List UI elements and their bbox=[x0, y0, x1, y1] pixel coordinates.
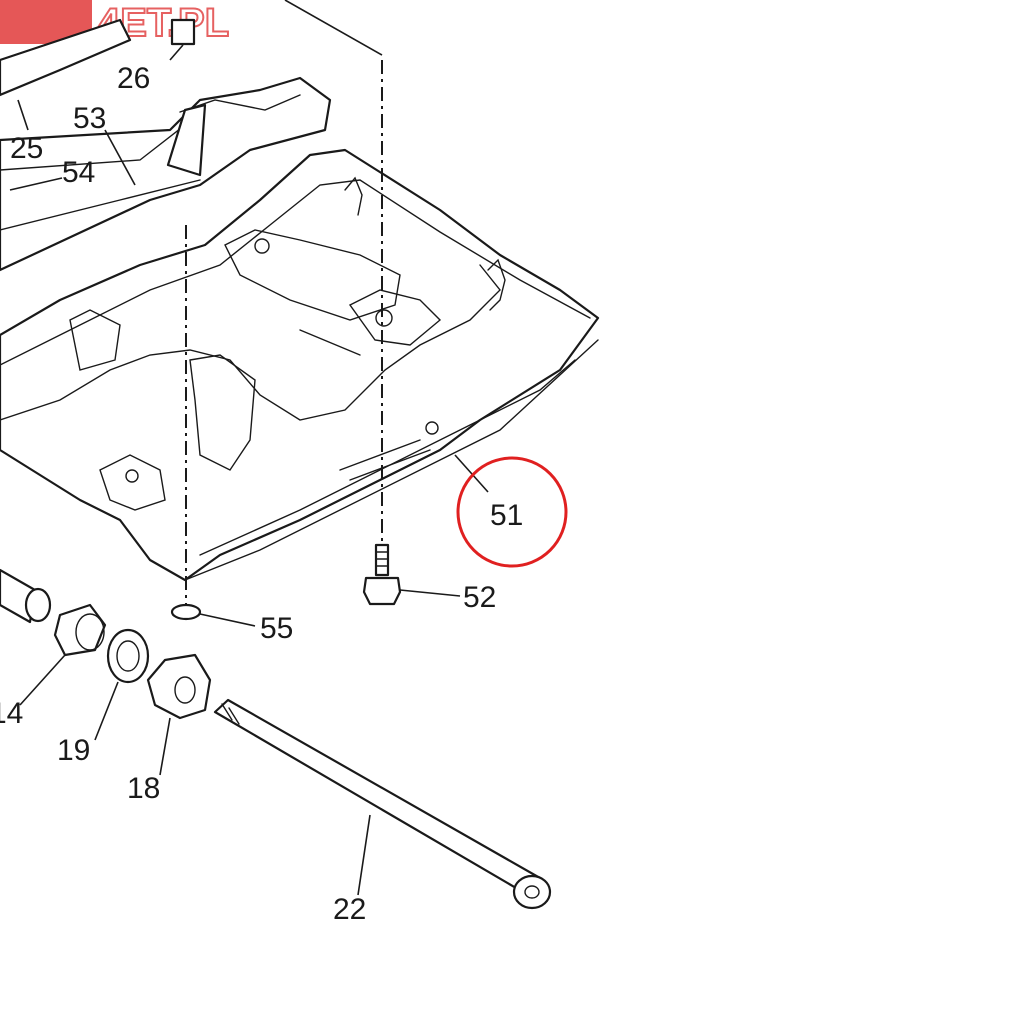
callout-19: 19 bbox=[57, 734, 90, 767]
collar-part-18 bbox=[146, 653, 212, 720]
callout-51: 51 bbox=[490, 499, 523, 532]
collar-part bbox=[0, 568, 52, 624]
upper-bracket-part bbox=[0, 18, 332, 272]
callout-54: 54 bbox=[62, 156, 95, 189]
highlight-circle bbox=[456, 456, 568, 568]
axle-part-22 bbox=[213, 698, 552, 910]
washer-part-55 bbox=[170, 603, 202, 621]
bolt-part-52 bbox=[362, 543, 402, 606]
callout-25: 25 bbox=[10, 132, 43, 165]
leader-lines bbox=[9, 44, 489, 896]
callout-26: 26 bbox=[117, 62, 150, 95]
bearing-part-14 bbox=[53, 603, 107, 657]
leader-top bbox=[284, 0, 383, 56]
bolt-part-26 bbox=[170, 18, 196, 46]
callout-53: 53 bbox=[73, 102, 106, 135]
callout-55: 55 bbox=[260, 612, 293, 645]
callout-14: 14 bbox=[0, 697, 23, 730]
callout-22: 22 bbox=[333, 893, 366, 926]
seal-part-19 bbox=[106, 628, 150, 684]
callout-18: 18 bbox=[127, 772, 160, 805]
callout-52: 52 bbox=[463, 581, 496, 614]
under-cover-part-51 bbox=[0, 148, 600, 582]
